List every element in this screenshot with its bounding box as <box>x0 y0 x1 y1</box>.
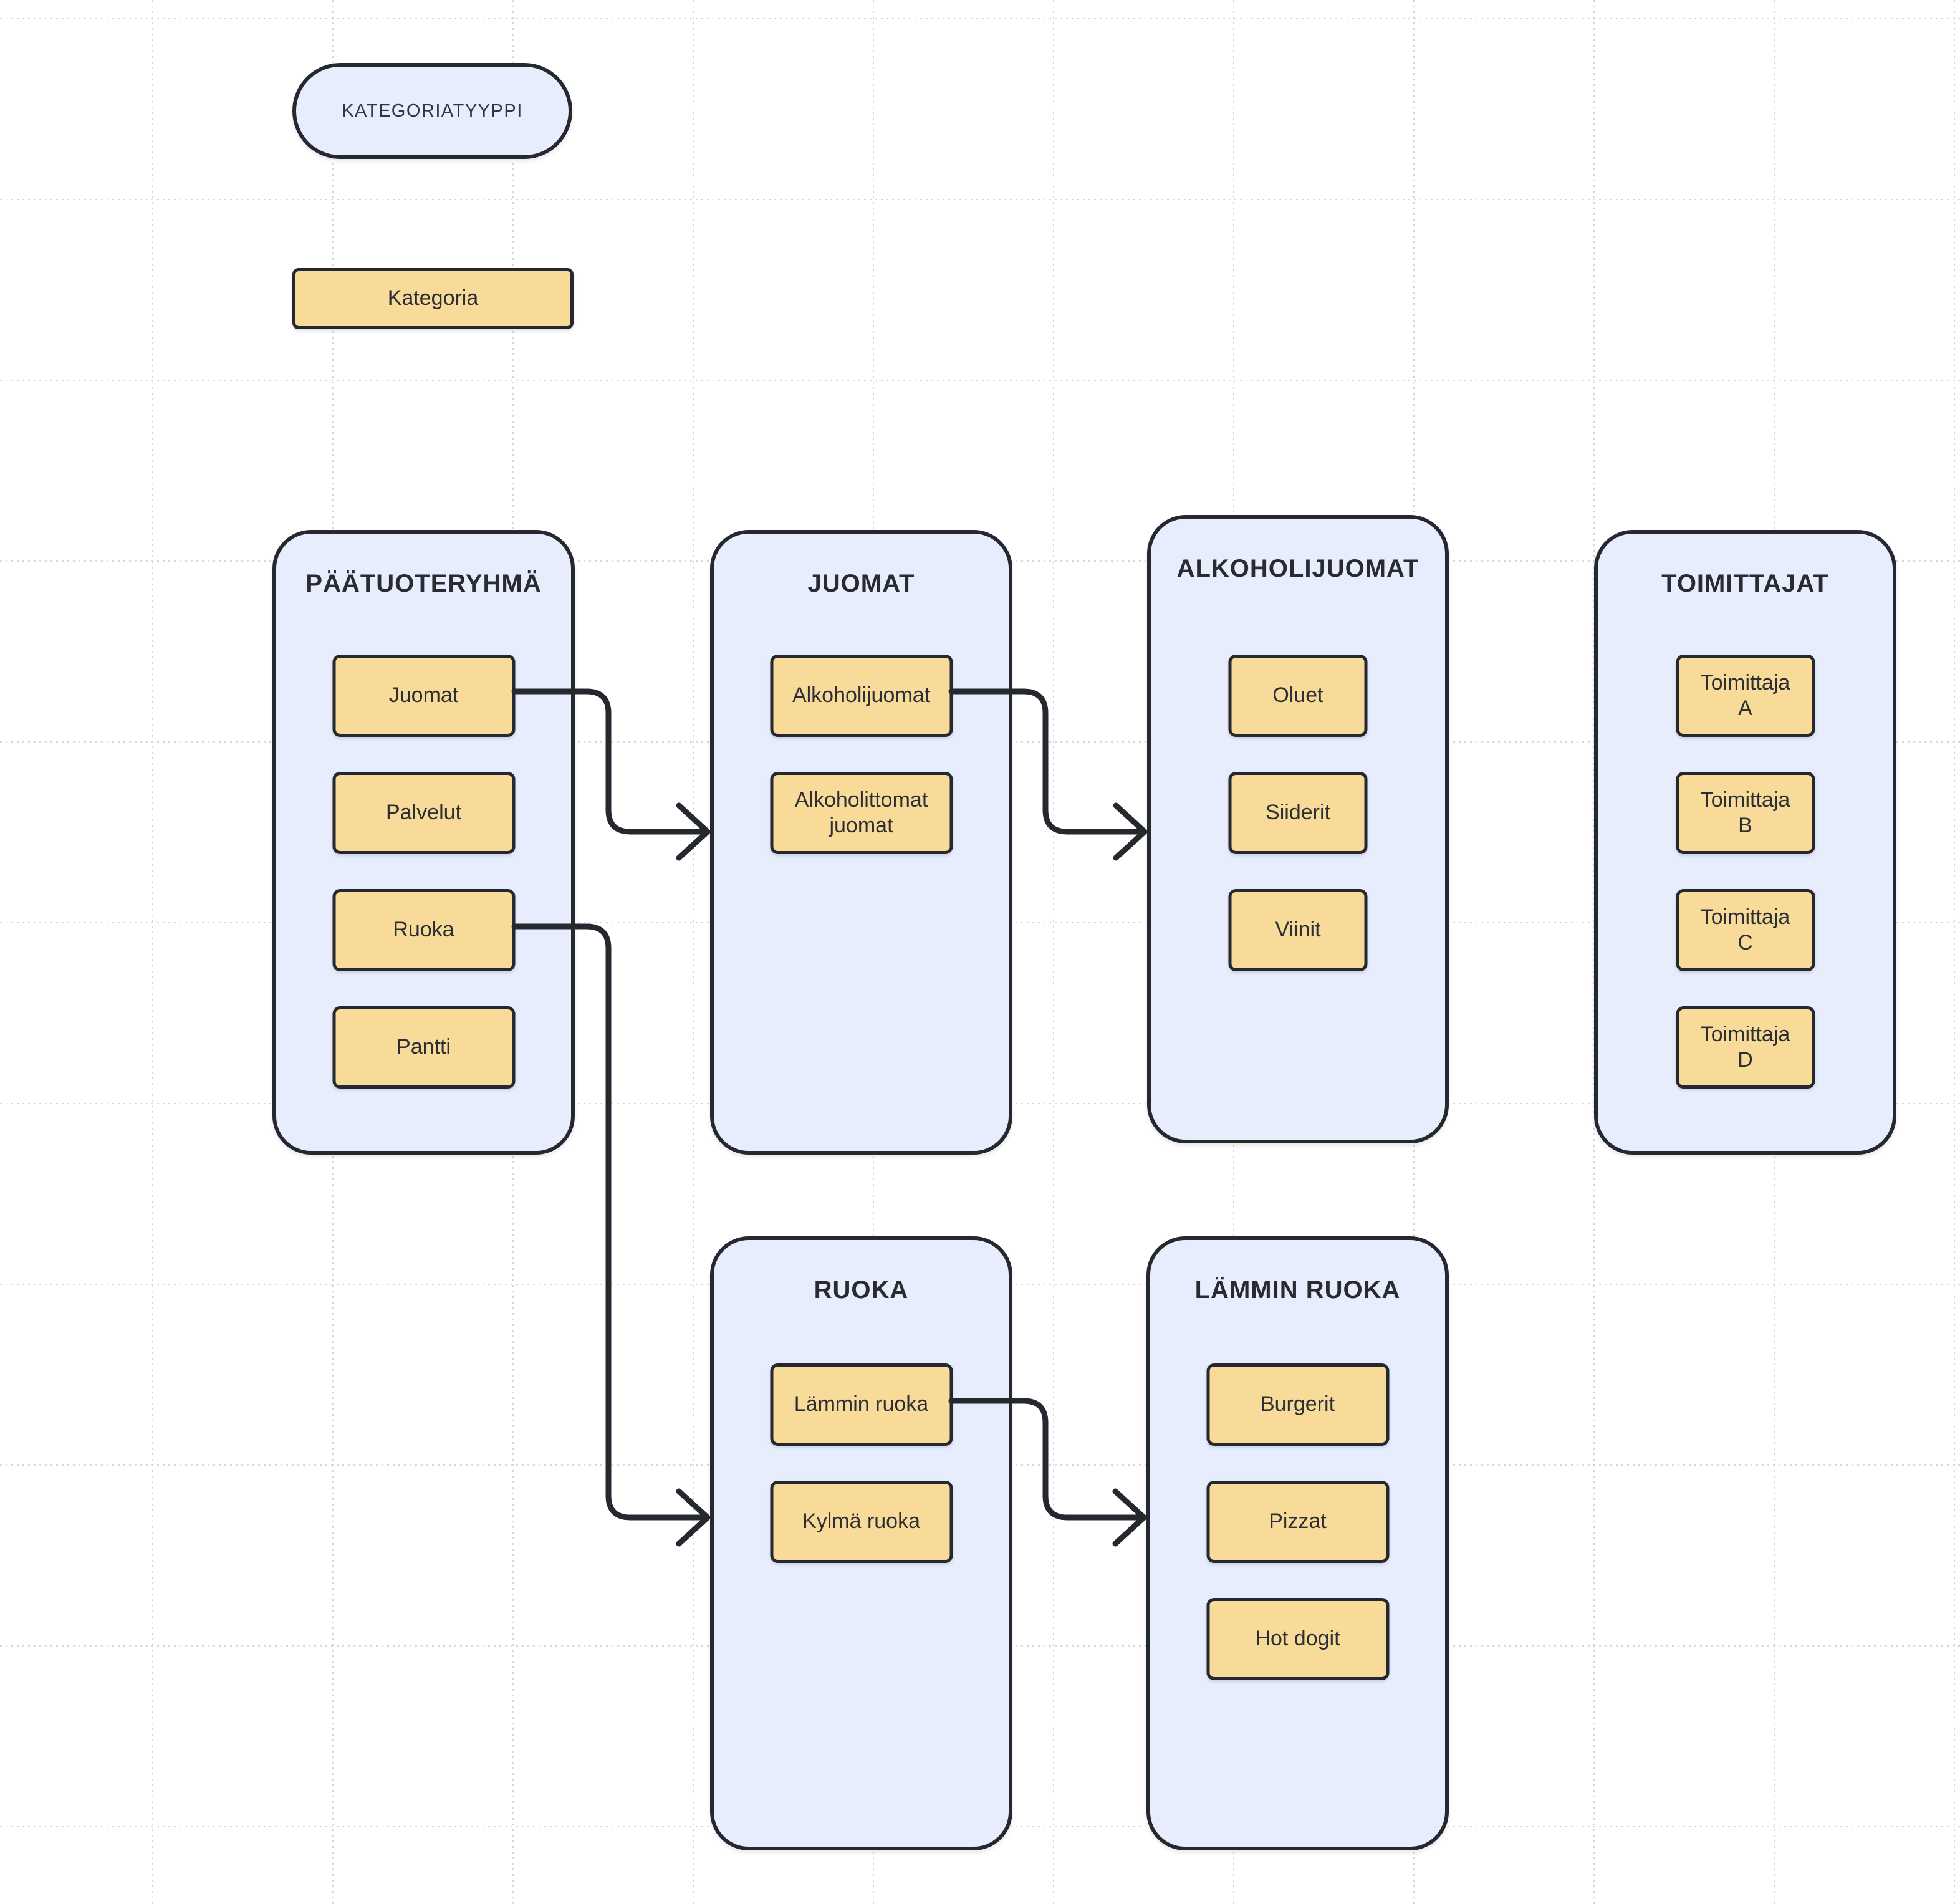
group-title: RUOKA <box>814 1276 909 1304</box>
node-ruoka[interactable]: Ruoka <box>332 889 515 971</box>
node-oluet[interactable]: Oluet <box>1228 655 1368 737</box>
node-toimittaja-c[interactable]: Toimittaja C <box>1676 889 1815 971</box>
group-toimittajat[interactable]: TOIMITTAJAT Toimittaja A Toimittaja B To… <box>1594 530 1896 1155</box>
node-juomat[interactable]: Juomat <box>332 655 515 737</box>
group-title: ALKOHOLIJUOMAT <box>1176 555 1420 582</box>
group-title: PÄÄTUOTERYHMÄ <box>305 570 542 597</box>
group-ruoka[interactable]: RUOKA Lämmin ruoka Kylmä ruoka <box>710 1236 1012 1850</box>
node-pizzat[interactable]: Pizzat <box>1206 1481 1389 1563</box>
group-title: TOIMITTAJAT <box>1661 570 1829 597</box>
node-pantti[interactable]: Pantti <box>332 1006 515 1089</box>
group-alkoholijuomat[interactable]: ALKOHOLIJUOMAT Oluet Siiderit Viinit <box>1147 515 1449 1143</box>
node-lammin-ruoka[interactable]: Lämmin ruoka <box>770 1363 953 1446</box>
node-alkoholijuomat[interactable]: Alkoholijuomat <box>770 655 953 737</box>
legend-category-node[interactable]: Kategoria <box>292 268 574 329</box>
node-siiderit[interactable]: Siiderit <box>1228 772 1368 854</box>
arrowhead-icon <box>1112 1488 1147 1547</box>
node-viinit[interactable]: Viinit <box>1228 889 1368 971</box>
group-paatuoteryhma[interactable]: PÄÄTUOTERYHMÄ Juomat Palvelut Ruoka Pant… <box>272 530 575 1155</box>
legend-category-type-pill[interactable]: KATEGORIATYYPPI <box>292 63 572 159</box>
group-juomat[interactable]: JUOMAT Alkoholijuomat Alkoholittomat juo… <box>710 530 1012 1155</box>
arrowhead-icon <box>1113 802 1148 861</box>
node-palvelut[interactable]: Palvelut <box>332 772 515 854</box>
group-title: LÄMMIN RUOKA <box>1194 1276 1401 1304</box>
node-toimittaja-d[interactable]: Toimittaja D <box>1676 1006 1815 1089</box>
arrowhead-icon <box>676 802 711 861</box>
arrowhead-icon <box>676 1488 711 1547</box>
node-alkoholittomat-juomat[interactable]: Alkoholittomat juomat <box>770 772 953 854</box>
node-burgerit[interactable]: Burgerit <box>1206 1363 1389 1446</box>
group-title: JUOMAT <box>807 570 915 597</box>
group-lammin-ruoka[interactable]: LÄMMIN RUOKA Burgerit Pizzat Hot dogit <box>1146 1236 1449 1850</box>
node-toimittaja-b[interactable]: Toimittaja B <box>1676 772 1815 854</box>
node-toimittaja-a[interactable]: Toimittaja A <box>1676 655 1815 737</box>
node-kylma-ruoka[interactable]: Kylmä ruoka <box>770 1481 953 1563</box>
node-hot-dogit[interactable]: Hot dogit <box>1206 1598 1389 1680</box>
